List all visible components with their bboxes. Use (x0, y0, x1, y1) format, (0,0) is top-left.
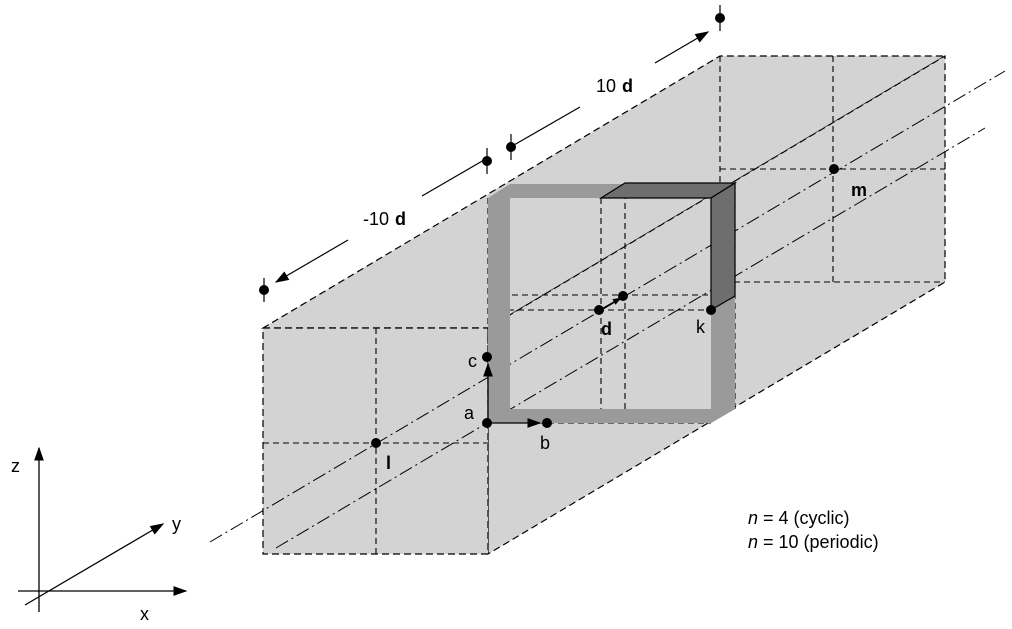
label-d: d (601, 319, 612, 339)
chain-lines (209, 70, 1006, 549)
axis-labels: z y x (11, 456, 181, 624)
cyclic-loop (488, 181, 738, 423)
point-d (594, 305, 604, 315)
point-c (482, 352, 492, 362)
loop-dark-post (710, 181, 736, 312)
dim-arrow-pos-a (513, 106, 581, 146)
chain-line-lower (209, 70, 1006, 543)
point-m (829, 164, 839, 174)
label-b: b (540, 433, 550, 453)
legend-cyclic: n = 4 (cyclic) (748, 508, 850, 528)
point-a (482, 418, 492, 428)
loop-top-bar (488, 184, 625, 198)
dim-point-1 (259, 285, 269, 295)
dim-point-3 (506, 142, 516, 152)
coordinate-axes (18, 446, 188, 612)
dim-point-4 (715, 13, 725, 23)
prism (260, 54, 948, 556)
point-d-tip (618, 291, 628, 301)
points (259, 13, 839, 448)
dim-arrow-neg-a (274, 239, 349, 283)
axis-label-x: x (140, 604, 149, 624)
label-c: c (468, 351, 477, 371)
point-labels: a b c d k l m (386, 180, 867, 473)
label-k: k (696, 317, 706, 337)
dim-point-2 (482, 156, 492, 166)
point-l (371, 438, 381, 448)
dim-arrow-neg-b (421, 159, 485, 197)
loop-bottom-bar (488, 409, 735, 423)
axis-label-z: z (11, 456, 20, 476)
chain-line-upper (275, 127, 986, 549)
legend: n = 4 (cyclic) n = 10 (periodic) (748, 508, 879, 552)
dim-arrow-pos-b (654, 31, 710, 64)
point-b (542, 418, 552, 428)
label-l: l (386, 453, 391, 473)
loop-left-post (488, 198, 510, 423)
loop-right-post (711, 296, 735, 423)
label-a: a (464, 403, 475, 423)
axis-y (24, 523, 165, 606)
point-k (706, 305, 716, 315)
label-m: m (851, 180, 867, 200)
legend-periodic: n = 10 (periodic) (748, 532, 879, 552)
axis-label-y: y (172, 514, 181, 534)
